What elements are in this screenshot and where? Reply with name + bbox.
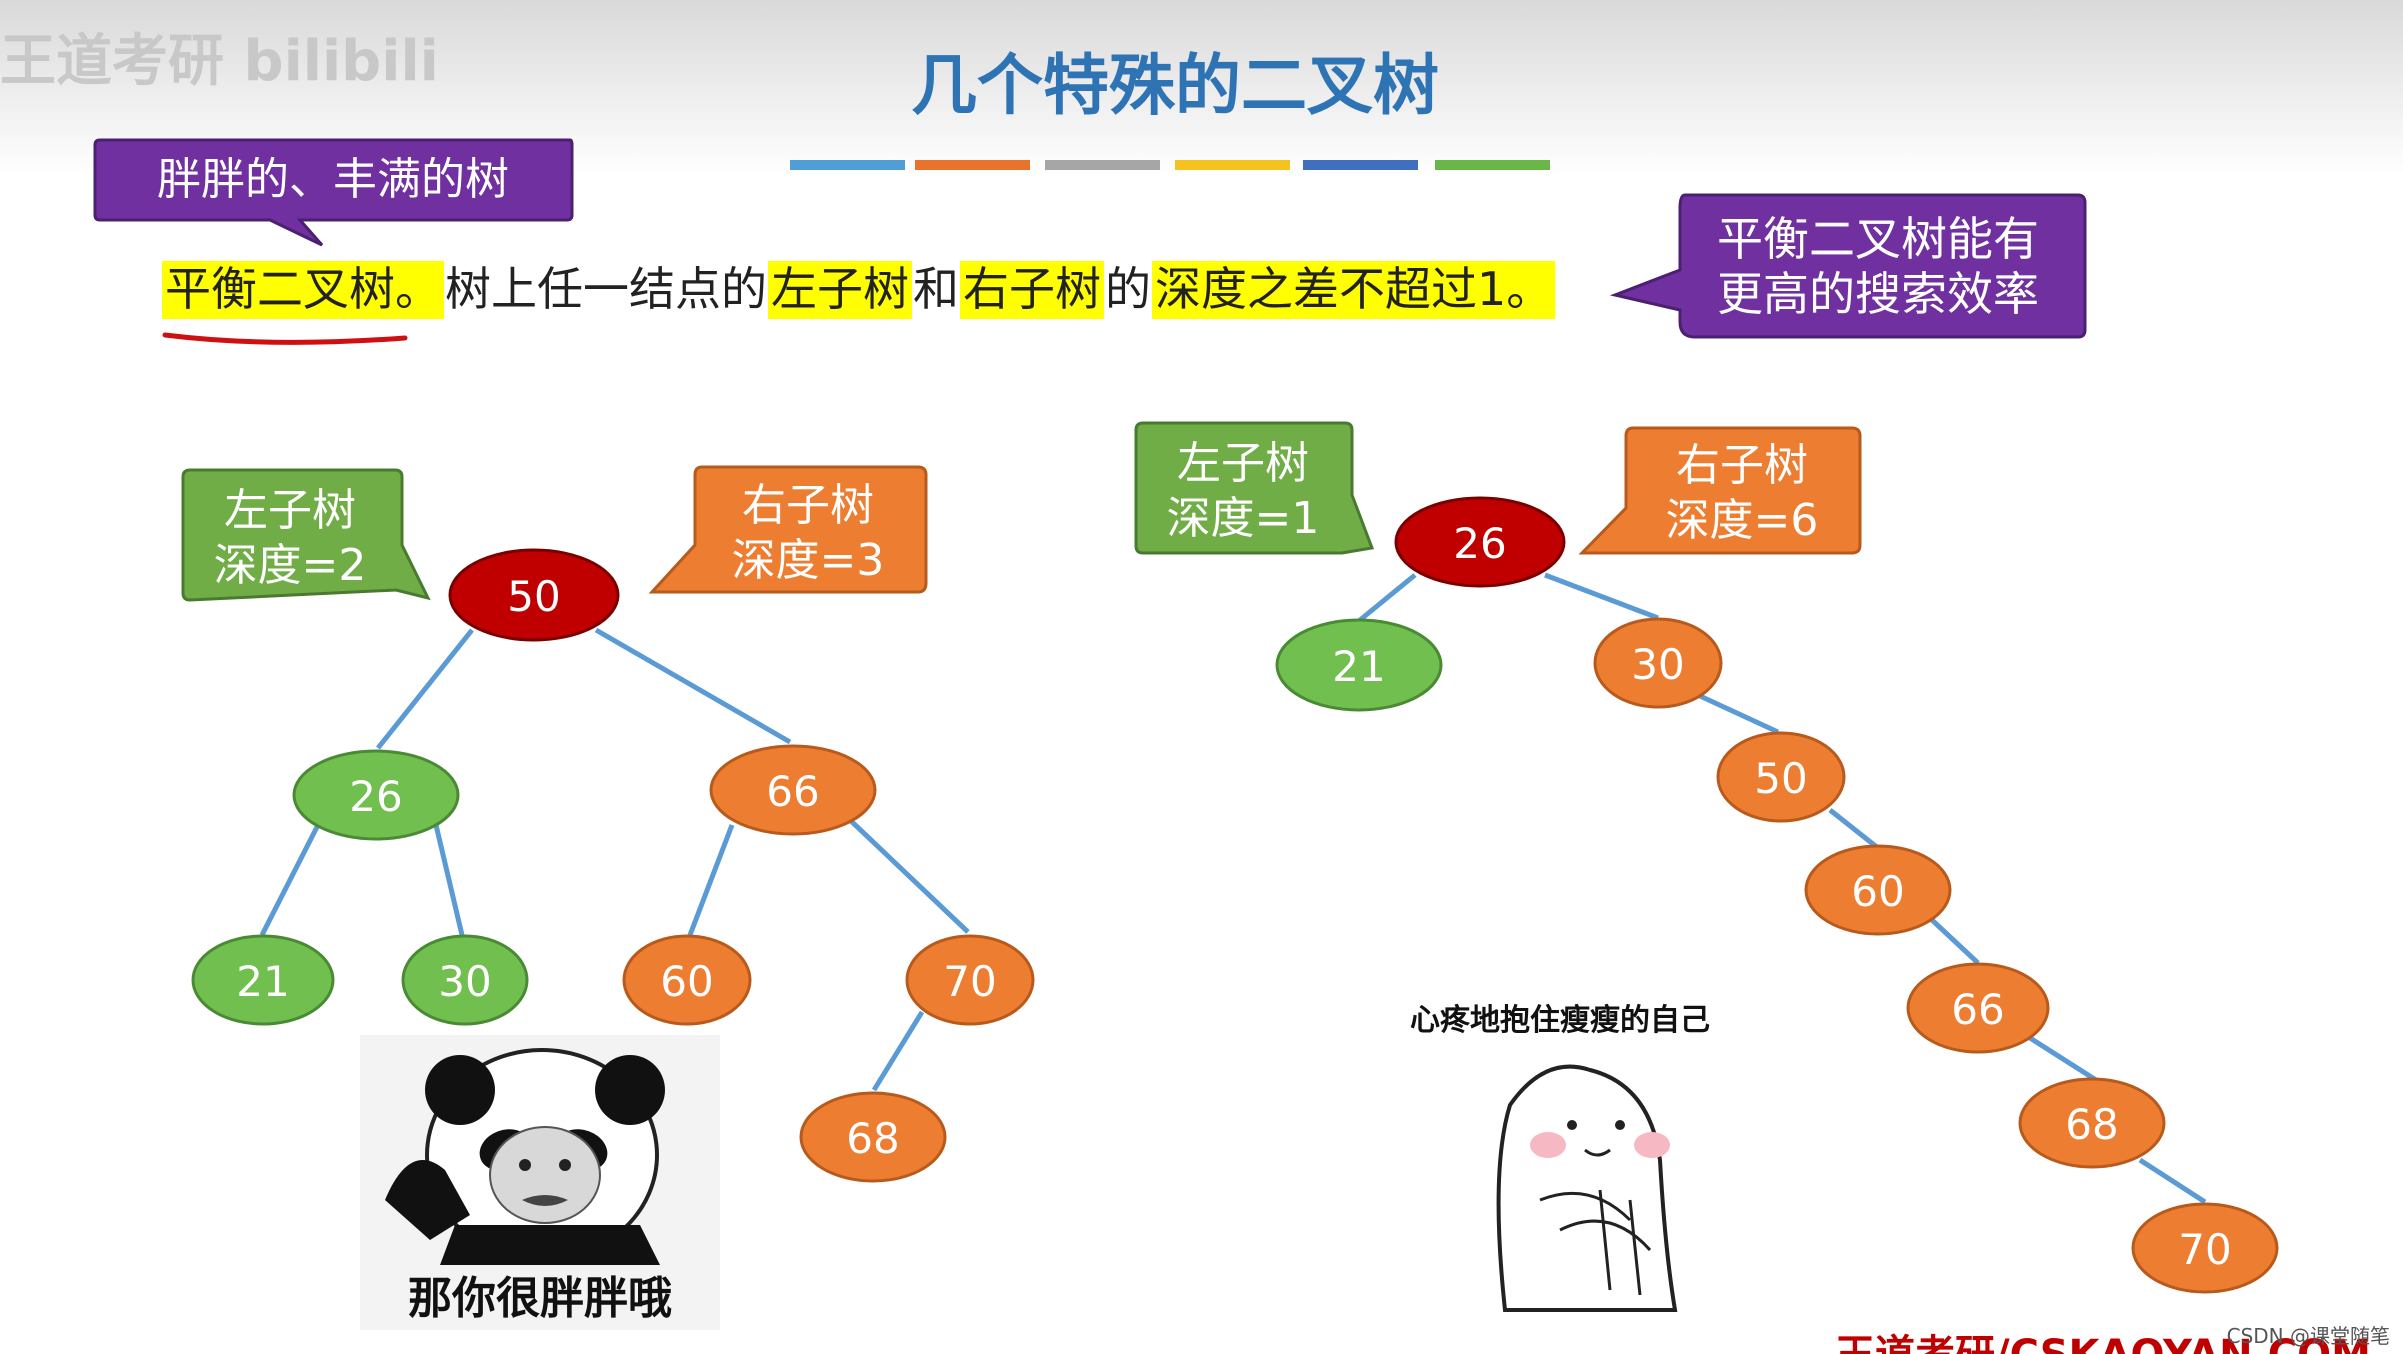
tree-left-edges xyxy=(259,627,970,1092)
tree-right-edges xyxy=(1358,572,2207,1205)
definition-sentence: 平衡二叉树。树上任一结点的左子树和右子树的深度之差不超过1。 xyxy=(162,261,1556,319)
svg-text:68: 68 xyxy=(846,1114,899,1163)
tree-node: 30 xyxy=(401,934,529,1026)
label-right-subtree-depth: 右子树 深度=6 xyxy=(1578,426,1862,555)
svg-text:21: 21 xyxy=(1332,642,1385,691)
svg-text:右子树: 右子树 xyxy=(1676,440,1808,491)
svg-text:26: 26 xyxy=(1453,519,1506,568)
highlight-band xyxy=(960,261,1104,319)
meme-panda: 那你很胖胖哦 xyxy=(360,1035,720,1330)
underline-mark xyxy=(162,332,408,345)
svg-text:50: 50 xyxy=(1754,754,1807,803)
meme-hug: 心疼地抱住瘦瘦的自己 xyxy=(1410,1003,1710,1312)
tree-node: 70 xyxy=(2131,1202,2279,1294)
tree-node: 68 xyxy=(799,1091,947,1183)
panda-face-icon xyxy=(385,1048,665,1265)
tree-node-root: 26 xyxy=(1394,496,1566,588)
callout-efficiency: 平衡二叉树能有 更高的搜索效率 xyxy=(1609,193,2087,339)
svg-text:68: 68 xyxy=(2065,1100,2118,1149)
meme-panda-caption: 那你很胖胖哦 xyxy=(408,1273,672,1324)
meme-hug-caption: 心疼地抱住瘦瘦的自己 xyxy=(1410,1003,1710,1038)
tree-node: 26 xyxy=(292,749,460,841)
title-bar-segment xyxy=(1435,160,1550,170)
hugging-blob-icon xyxy=(1496,1064,1678,1312)
tree-node: 66 xyxy=(709,744,877,836)
title-bar-segment xyxy=(1303,160,1418,170)
svg-text:深度=3: 深度=3 xyxy=(732,535,885,586)
tree-node: 60 xyxy=(622,934,752,1026)
svg-text:30: 30 xyxy=(1631,640,1684,689)
footer-url: 王道考研/CSKAOYAN.COM xyxy=(1835,1332,2371,1354)
svg-text:60: 60 xyxy=(1851,867,1904,916)
definition-highlight: 左子树 xyxy=(771,262,909,316)
definition-highlight: 平衡二叉树。 xyxy=(165,262,441,316)
tree-node: 68 xyxy=(2018,1077,2166,1169)
title-bar-segment xyxy=(790,160,905,170)
definition-highlight: 右子树 xyxy=(963,262,1101,316)
page-title: 几个特殊的二叉树 xyxy=(911,47,1439,124)
callout-efficiency-line1: 平衡二叉树能有 xyxy=(1717,212,2039,266)
tree-right-nodes: 26 21 30 50 60 66 68 70 xyxy=(1275,496,2279,1294)
callout-efficiency-line2: 更高的搜索效率 xyxy=(1717,267,2039,321)
tree-node: 66 xyxy=(1906,962,2050,1054)
svg-text:左子树: 左子树 xyxy=(224,485,356,536)
svg-text:深度=2: 深度=2 xyxy=(214,540,367,591)
tree-node: 30 xyxy=(1593,617,1723,709)
label-left-subtree-depth: 左子树 深度=1 xyxy=(1134,421,1375,555)
highlight-band xyxy=(1152,261,1556,319)
label-left-subtree-depth: 左子树 深度=2 xyxy=(181,468,431,602)
svg-text:右子树: 右子树 xyxy=(742,480,874,531)
definition-text: 树上任一结点的 xyxy=(445,262,767,316)
title-bar-segment xyxy=(1045,160,1160,170)
tree-node: 50 xyxy=(1716,731,1846,823)
callout-fat-text: 胖胖的、丰满的树 xyxy=(157,154,509,205)
title-bar-segment xyxy=(915,160,1030,170)
svg-text:66: 66 xyxy=(766,767,819,816)
highlight-band xyxy=(768,261,912,319)
definition-text: 的 xyxy=(1105,262,1151,316)
title-bar-segment xyxy=(1175,160,1290,170)
svg-text:70: 70 xyxy=(943,957,996,1006)
svg-text:21: 21 xyxy=(236,957,289,1006)
definition-highlight: 深度之差不超过1。 xyxy=(1155,262,1552,316)
svg-text:50: 50 xyxy=(507,572,560,621)
watermark: 王道考研 bilibili xyxy=(0,29,439,94)
svg-text:26: 26 xyxy=(349,772,402,821)
tree-left-nodes: 50 26 66 21 30 60 70 68 xyxy=(191,548,1035,1183)
tree-node: 70 xyxy=(905,934,1035,1026)
svg-text:66: 66 xyxy=(1951,985,2004,1034)
tree-node-root: 50 xyxy=(448,548,620,642)
svg-text:左子树: 左子树 xyxy=(1177,438,1309,489)
footer-credit: CSDN @课堂随笔 xyxy=(2227,1324,2390,1348)
svg-text:30: 30 xyxy=(438,957,491,1006)
svg-text:70: 70 xyxy=(2178,1225,2231,1274)
tree-node: 21 xyxy=(1275,618,1443,712)
svg-text:60: 60 xyxy=(660,957,713,1006)
tree-node: 60 xyxy=(1804,844,1952,936)
label-right-subtree-depth: 右子树 深度=3 xyxy=(648,465,928,594)
svg-text:深度=6: 深度=6 xyxy=(1666,495,1819,546)
callout-fat: 胖胖的、丰满的树 xyxy=(93,138,574,247)
definition-text: 和 xyxy=(913,262,959,316)
title-color-bars xyxy=(790,160,1550,170)
highlight-band xyxy=(162,261,444,319)
tree-node: 21 xyxy=(191,934,335,1026)
svg-text:深度=1: 深度=1 xyxy=(1167,493,1320,544)
